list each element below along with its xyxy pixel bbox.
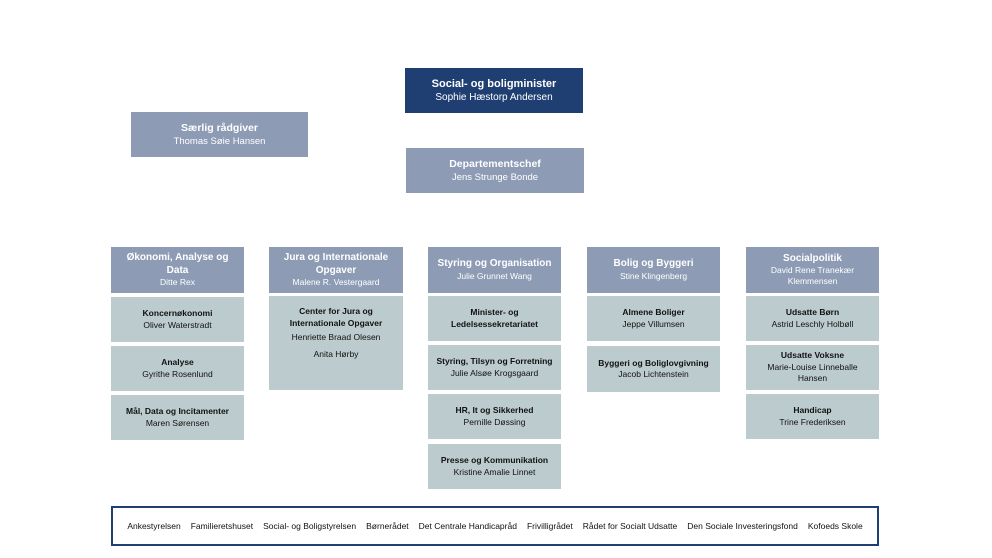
unit-head: Marie-Louise Linneballe Hansen [767,361,858,384]
advisor-name: Thomas Søie Hansen [173,136,266,147]
unit-box: Handicap Trine Frederiksen [746,394,879,439]
unit-title: HR, It og Sikkerhed [455,405,534,415]
unit-title: Byggeri og Boliglovgivning [598,357,709,368]
department-head: Malene R. Vestergaard [292,277,380,287]
department-head: David Rene Tranekær Klemmensen [770,265,855,287]
advisor-title: Særlig rådgiver [180,122,259,134]
unit-title: Styring, Tilsyn og Forretning [436,356,553,366]
agencies-bar: Ankestyrelsen Familieretshuset Social- o… [111,506,879,546]
department-title: Bolig og Byggeri [613,258,694,270]
unit-title: Center for Jura og Internationale Opgave… [289,306,383,328]
department-box: Økonomi, Analyse og Data Ditte Rex [111,247,244,293]
agency-label: Rådet for Socialt Udsatte [582,521,678,531]
unit-box: Mål, Data og Incitamenter Maren Sørensen [111,395,244,440]
department-box: Jura og Internationale Opgaver Malene R.… [269,247,403,293]
minister-box: Social- og boligminister Sophie Hæstorp … [405,68,583,113]
unit-title: Analyse [161,357,194,367]
department-title: Jura og Internationale Opgaver [283,252,389,276]
unit-head: Maren Sørensen [145,417,210,428]
agency-label: Den Sociale Investeringsfond [687,521,798,531]
chief-title: Departementschef [449,158,541,170]
agency-label: Social- og Boligstyrelsen [263,521,357,531]
advisor-box: Særlig rådgiver Thomas Søie Hansen [131,112,308,157]
agency-label: Det Centrale Handicapråd [418,521,517,531]
unit-title: Almene Boliger [622,307,685,317]
unit-box: Udsatte Voksne Marie-Louise Linneballe H… [746,345,879,390]
unit-head: Oliver Waterstradt [143,319,212,330]
unit-box: Styring, Tilsyn og Forretning Julie Alsø… [428,345,561,390]
unit-title: Udsatte Børn [785,307,840,317]
unit-box: Analyse Gyrithe Rosenlund [111,346,244,391]
unit-head: Gyrithe Rosenlund [142,368,213,379]
unit-head-secondary: Anita Hørby [313,348,359,359]
unit-title: Koncernøkonomi [142,308,213,318]
unit-box: Koncernøkonomi Oliver Waterstradt [111,297,244,342]
unit-box: Presse og Kommunikation Kristine Amalie … [428,444,561,489]
department-head: Stine Klingenberg [619,270,688,281]
minister-title: Social- og boligminister [431,78,557,90]
department-title: Socialpolitik [783,252,842,264]
unit-title: Presse og Kommunikation [440,455,549,465]
department-head: Julie Grunnet Wang [457,270,532,281]
unit-head: Jeppe Villumsen [622,318,685,329]
department-box: Bolig og Byggeri Stine Klingenberg [587,247,720,293]
chief-name: Jens Strunge Bonde [451,172,539,183]
unit-head: Jacob Lichtenstein [618,369,689,379]
unit-box: Almene Boliger Jeppe Villumsen [587,296,720,341]
minister-name: Sophie Hæstorp Andersen [435,92,553,103]
unit-title: Minister- og Ledelsessekretariatet [451,307,538,329]
unit-title: Mål, Data og Incitamenter [126,406,229,416]
department-box: Styring og Organisation Julie Grunnet Wa… [428,247,561,293]
unit-box: Minister- og Ledelsessekretariatet [428,296,561,341]
unit-box: Byggeri og Boliglovgivning Jacob Lichten… [587,346,720,392]
unit-box: HR, It og Sikkerhed Pernille Døssing [428,394,561,439]
unit-head: Astrid Leschly Holbøll [771,318,854,329]
unit-head: Julie Alsøe Krogsgaard [450,367,539,378]
agency-label: Børnerådet [366,521,409,531]
unit-title: Udsatte Voksne [780,350,845,361]
agency-label: Familieretshuset [190,521,254,531]
unit-head: Henriette Braad Olesen [291,332,381,342]
department-title: Økonomi, Analyse og Data [126,252,229,276]
department-head: Ditte Rex [160,277,195,287]
unit-title: Handicap [793,405,832,415]
agency-label: Ankestyrelsen [127,521,181,531]
agency-label: Frivilligrådet [526,521,573,531]
chief-box: Departementschef Jens Strunge Bonde [406,148,584,193]
unit-head: Trine Frederiksen [779,416,846,427]
unit-head: Pernille Døssing [463,416,526,427]
department-box: Socialpolitik David Rene Tranekær Klemme… [746,247,879,293]
unit-box: Center for Jura og Internationale Opgave… [269,296,403,390]
department-title: Styring og Organisation [437,258,552,270]
unit-box: Udsatte Børn Astrid Leschly Holbøll [746,296,879,341]
unit-head: Kristine Amalie Linnet [453,466,536,477]
agency-label: Kofoeds Skole [807,521,863,531]
